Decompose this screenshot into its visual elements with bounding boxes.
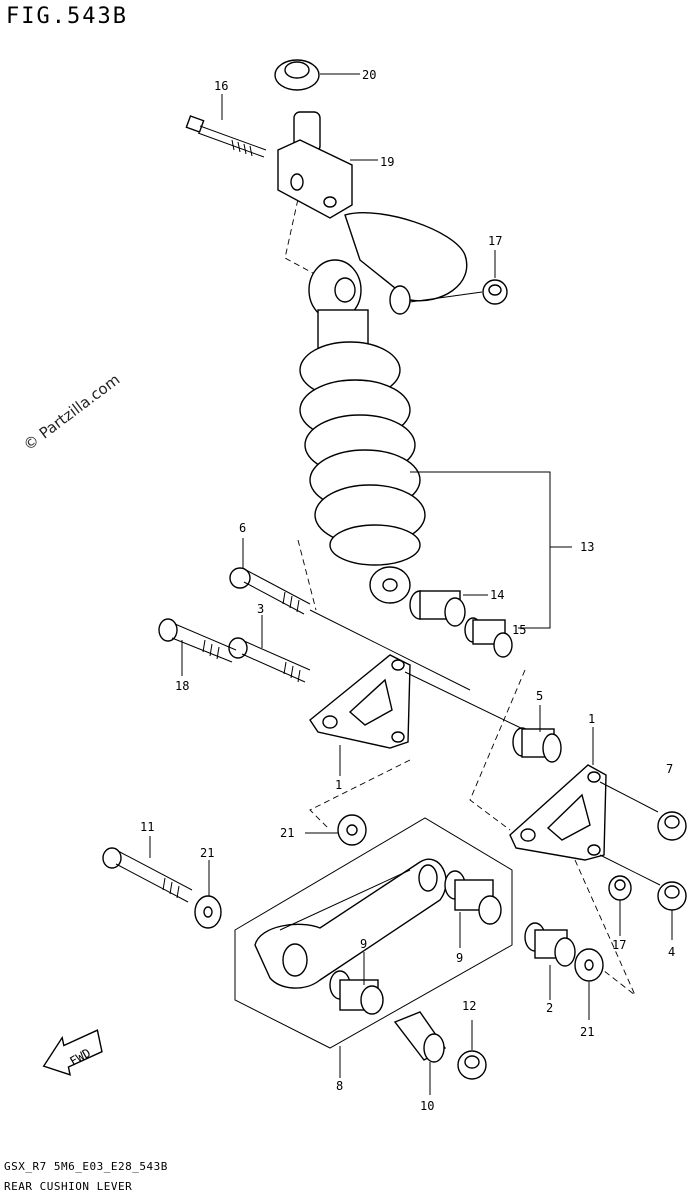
bearing-part-9-right (444, 870, 502, 925)
bearing-part-14 (409, 590, 466, 627)
bolt-part-6 (229, 567, 311, 615)
nut-part-12 (457, 1050, 487, 1080)
bearing-part-9-left (329, 970, 384, 1015)
callout-17-lower: 17 (612, 938, 626, 952)
callout-7: 7 (666, 762, 673, 776)
callout-15: 15 (512, 623, 526, 637)
leader-13 (410, 471, 551, 629)
bolt-part-16 (185, 115, 267, 158)
callout-20: 20 (362, 68, 376, 82)
callout-16: 16 (214, 79, 228, 93)
collar-part-10 (393, 1011, 447, 1063)
fwd-arrow-icon: FWD (42, 1029, 103, 1076)
figure-title: FIG.543B (6, 4, 128, 29)
nut-part-4 (657, 881, 687, 911)
callout-14: 14 (490, 588, 504, 602)
nut-part-7 (657, 811, 687, 841)
callout-19: 19 (380, 155, 394, 169)
callout-17-top: 17 (488, 234, 502, 248)
lever-assembly-frame (234, 817, 513, 1049)
washer-part-21-upper (337, 814, 367, 846)
guide-lines-upper (284, 189, 323, 279)
axis-1-left (404, 671, 526, 731)
guide-lines-right-low (574, 859, 636, 996)
callout-21-right: 21 (580, 1025, 594, 1039)
collar-part-15 (464, 617, 513, 658)
callout-10: 10 (420, 1099, 434, 1113)
guide-lines-middle (297, 539, 317, 611)
spacer-part-2 (524, 922, 576, 967)
footer-name: REAR CUSHION LEVER (4, 1180, 133, 1193)
bracket-part-1-left (309, 654, 411, 749)
callout-21-left: 21 (200, 846, 214, 860)
spacer-part-5 (512, 727, 562, 763)
clevis-part-19 (277, 111, 353, 219)
callout-4: 4 (668, 945, 675, 959)
callout-3: 3 (257, 602, 264, 616)
callout-8: 8 (336, 1079, 343, 1093)
lever-part-8 (254, 858, 447, 989)
bolt-part-3 (228, 637, 311, 683)
callout-5: 5 (536, 689, 543, 703)
bracket-part-1-right (509, 764, 607, 861)
bolt-part-18 (158, 618, 237, 663)
callout-9-left: 9 (360, 937, 367, 951)
nut-part-20 (274, 59, 320, 91)
axis-6 (309, 609, 471, 691)
axis-17-top (409, 291, 483, 303)
axis-4 (599, 854, 661, 886)
guide-lines-right (469, 669, 526, 831)
callout-11: 11 (140, 820, 154, 834)
nut-part-17-lower (608, 875, 632, 901)
washer-part-21-left (194, 895, 222, 929)
nut-part-17-top (482, 279, 508, 305)
bolt-part-11 (102, 847, 193, 903)
callout-13: 13 (580, 540, 594, 554)
axis-1-right (599, 781, 659, 813)
shock-absorber-part-13 (299, 212, 468, 604)
footer-code: GSX_R7 5M6_E03_E28_543B (4, 1160, 168, 1173)
callout-6: 6 (239, 521, 246, 535)
callout-1-right: 1 (588, 712, 595, 726)
callout-2: 2 (546, 1001, 553, 1015)
callout-1-left: 1 (335, 778, 342, 792)
callout-12: 12 (462, 999, 476, 1013)
washer-part-21-right (574, 948, 604, 982)
callout-9-right: 9 (456, 951, 463, 965)
callout-21-upper: 21 (280, 826, 294, 840)
guide-lines-low (309, 759, 411, 831)
callout-18: 18 (175, 679, 189, 693)
